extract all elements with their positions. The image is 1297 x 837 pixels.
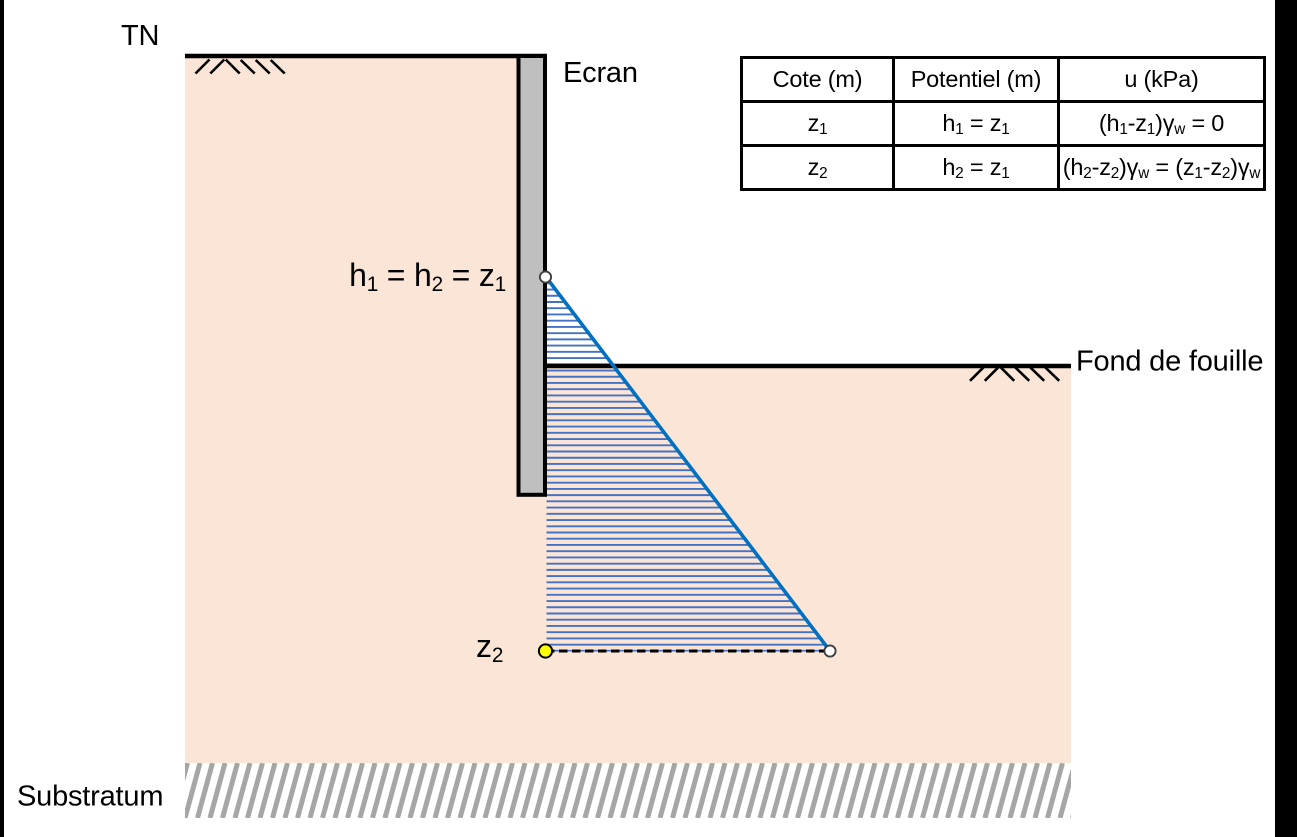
cell-z1-potentiel: h1 = z1 — [892, 100, 1060, 147]
head-equality-label: h1 = h2 = z1 — [349, 257, 506, 296]
header-u: u (kPa) — [1057, 56, 1266, 103]
fond-de-fouille-label: Fond de fouille — [1076, 345, 1264, 378]
soil-region — [185, 56, 1071, 763]
left-frame-bar — [0, 0, 4, 837]
header-potentiel: Potentiel (m) — [892, 56, 1060, 103]
substratum-label: Substratum — [17, 780, 164, 813]
table-header-row: Cote (m) Potentiel (m) u (kPa) — [740, 56, 1266, 103]
cell-z1-cote: z1 — [740, 100, 895, 147]
cell-z2-cote: z2 — [740, 144, 895, 191]
wall-rect — [516, 54, 547, 497]
marker-top-white — [538, 270, 553, 284]
marker-z2-yellow — [537, 643, 554, 659]
substratum-band — [185, 763, 1071, 818]
marker-bottom-white — [823, 644, 837, 658]
header-cote: Cote (m) — [740, 56, 895, 103]
pressure-table: Cote (m) Potentiel (m) u (kPa) z1 h1 = z… — [740, 56, 1266, 191]
table-row-z2: z2 h2 = z1 (h2-z2)γw = (z1-z2)γw — [740, 144, 1266, 191]
z2-label: z2 — [476, 628, 504, 667]
table-row-z1: z1 h1 = z1 (h1-z1)γw = 0 — [740, 100, 1266, 147]
ecran-label: Ecran — [563, 57, 638, 89]
tn-label: TN — [121, 20, 160, 52]
right-frame-bar — [1275, 0, 1297, 837]
pressure-hypotenuse — [544, 275, 832, 653]
cell-z2-u: (h2-z2)γw = (z1-z2)γw — [1057, 144, 1266, 191]
cell-z1-u: (h1-z1)γw = 0 — [1057, 100, 1266, 147]
cell-z2-potentiel: h2 = z1 — [892, 144, 1060, 191]
